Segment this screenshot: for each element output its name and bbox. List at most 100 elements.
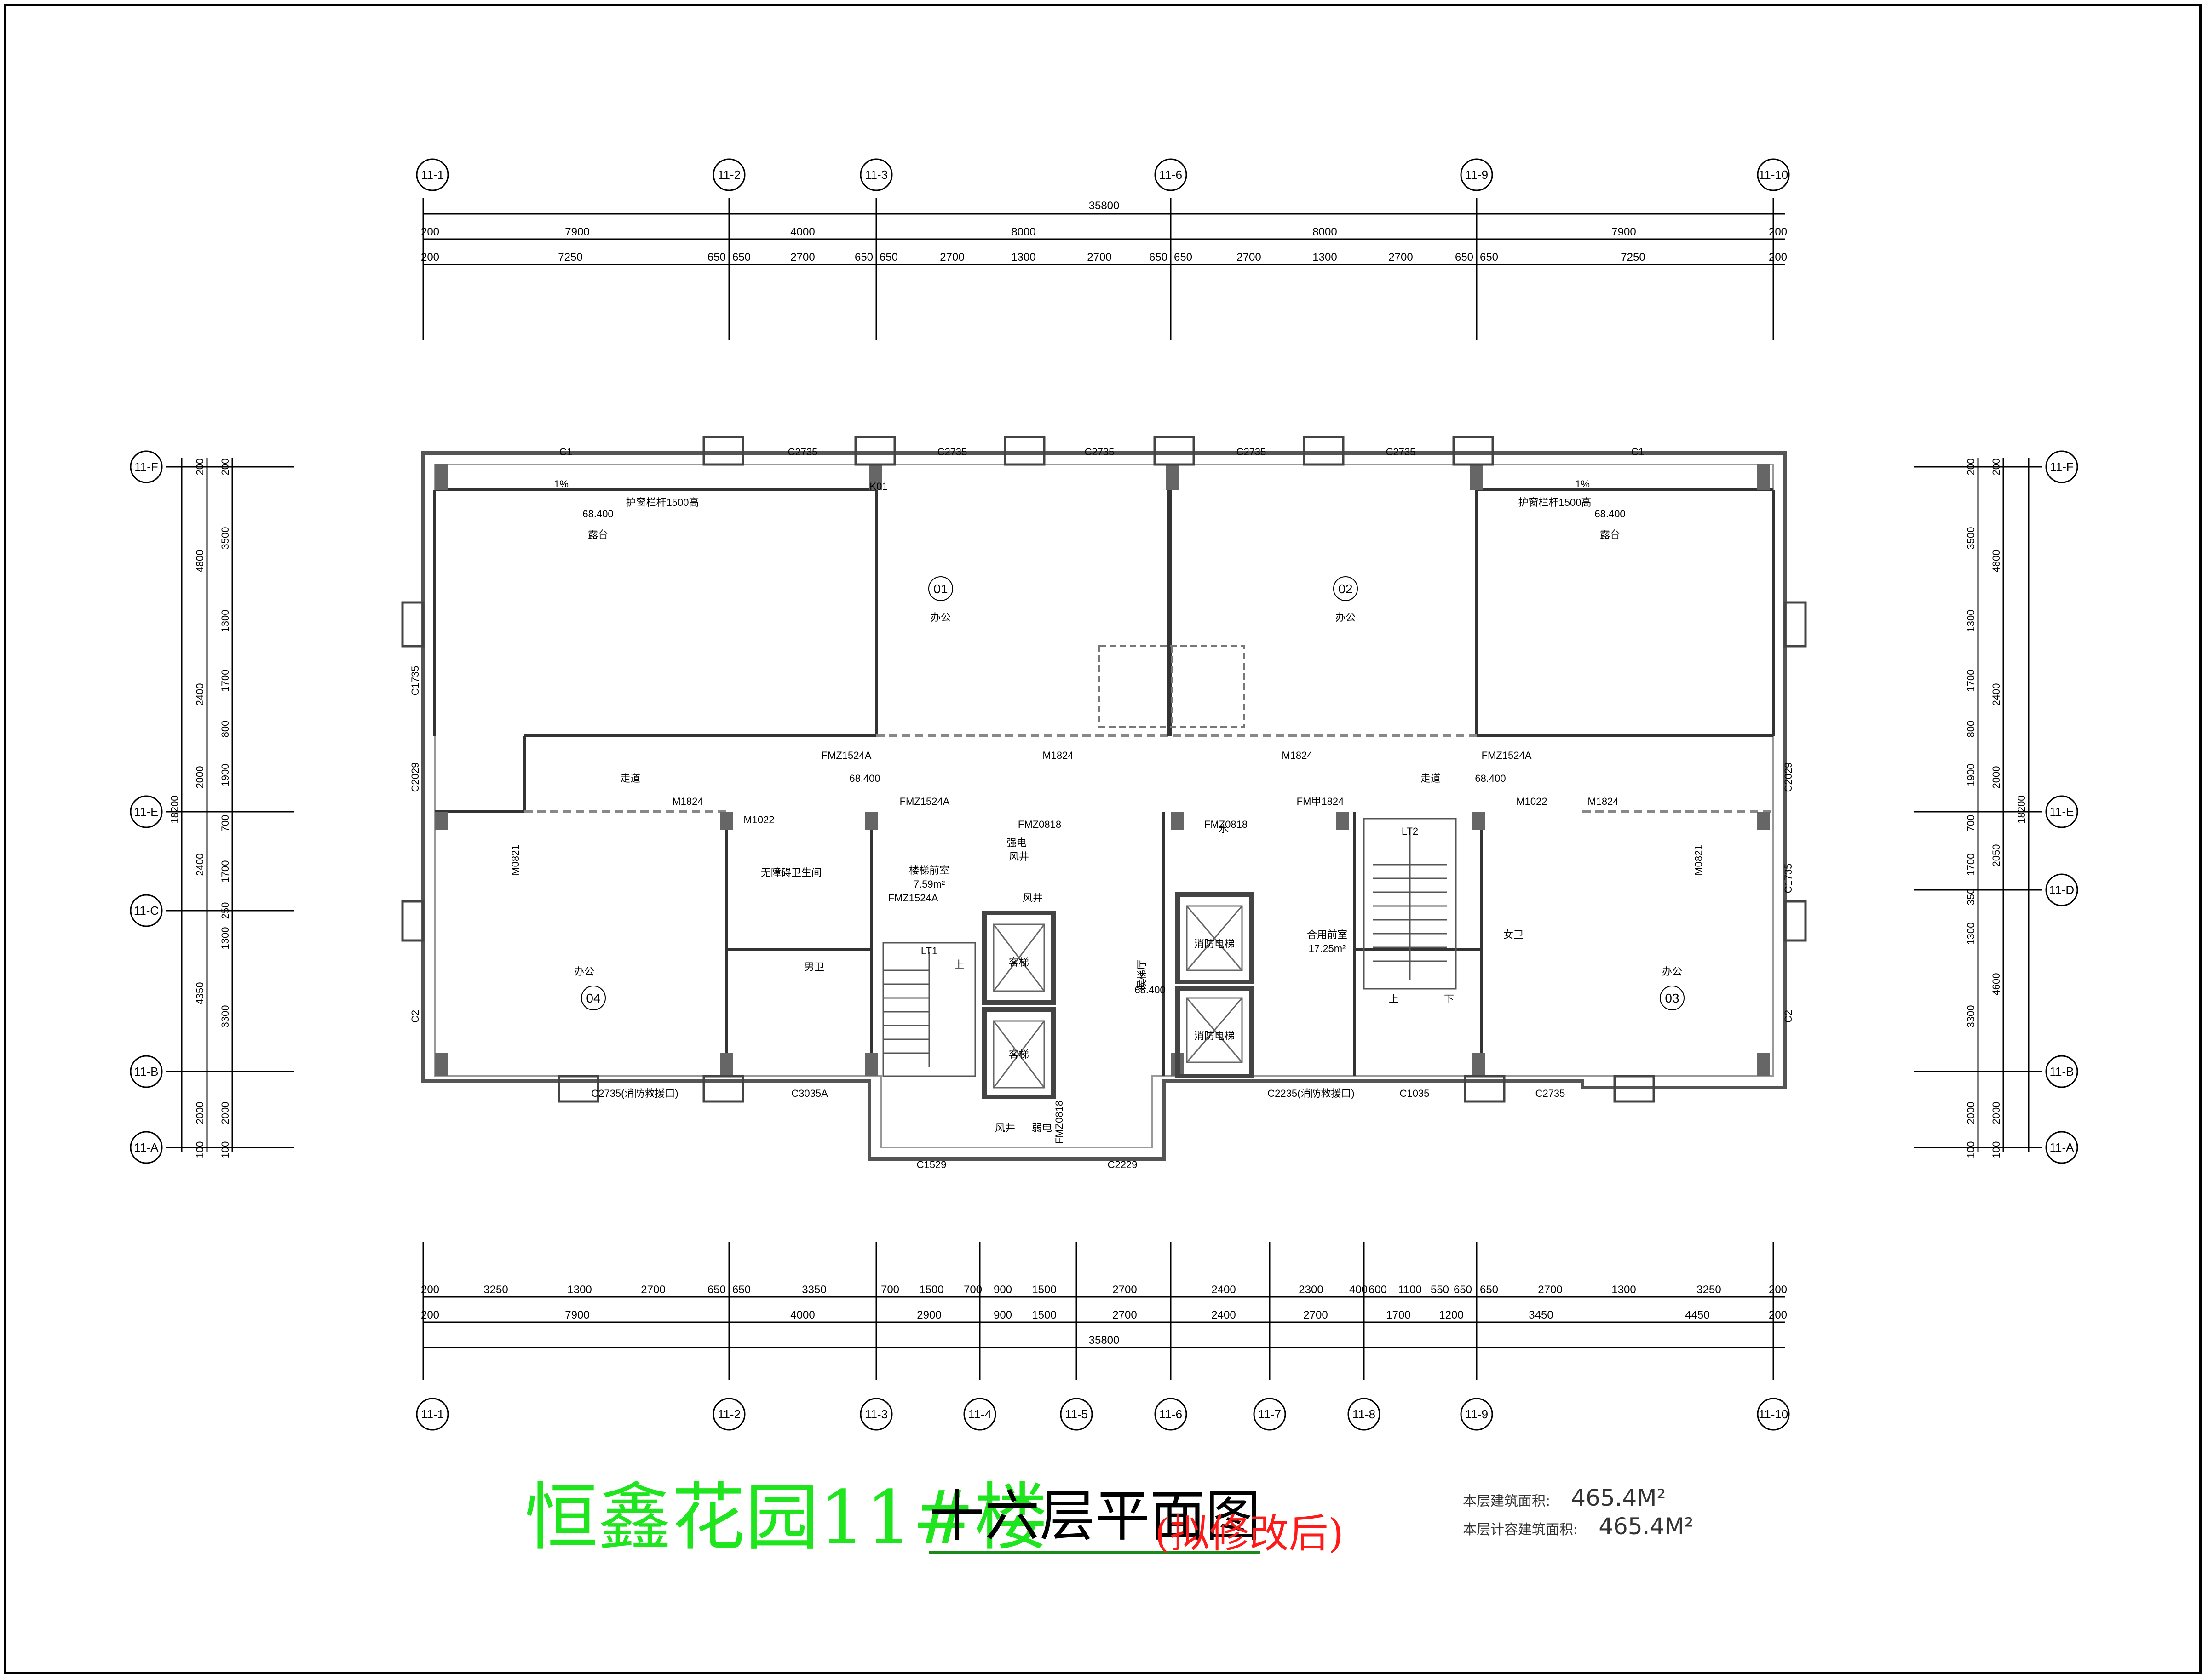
dim-text: 4800 [194,550,206,573]
dim-text: 2000 [1990,766,2002,789]
axis-label: 11-E [134,805,159,819]
elevation-mark: 68.400 [1475,773,1506,784]
weak-label: 弱电 [1032,1122,1052,1134]
dim-text: 2700 [1112,1284,1137,1296]
axis-label: 11-A [134,1141,159,1154]
window-bays [401,436,1807,1103]
axis-label: 11-B [2050,1065,2074,1078]
lift-label: 客梯 [1009,1049,1029,1060]
stair-lt1 [882,942,976,1077]
dim-text: 3350 [802,1284,826,1296]
window-code: C2735 [788,446,818,458]
elevation-mark: 68.400 [1594,508,1625,520]
room-labels: 01 办公 02 办公 03 办公 04 办公 露台 露台 68.400 68.… [554,478,1685,1134]
rail-note: 护窗栏杆1500高 [626,497,699,508]
dim-text: 650 [1480,1284,1498,1296]
door-code: FM甲1824 [1297,796,1344,807]
door-code: FMZ1524A [1482,750,1532,761]
dim-text: 4600 [1990,973,2002,996]
dim-text: 200 [1769,251,1787,264]
dim-text: 1200 [1439,1309,1463,1321]
axis-label: 11-1 [421,1407,444,1421]
axis-label: 11-F [2050,460,2074,474]
dim-text: 650 [880,251,898,264]
dim-text: 250 [219,902,231,919]
dim-text: 7900 [565,226,589,238]
drawing-note: (拟修改后) [1155,1511,1344,1557]
dim-text: 7250 [558,251,582,264]
dim-text: 1300 [1011,251,1035,264]
axis-label: 11-3 [865,168,888,182]
dim-text: 2700 [1087,251,1111,264]
dim-text: 800 [219,721,231,738]
axis-label: 11-C [134,904,159,917]
room-function: 办公 [574,966,594,977]
dim-text: 3500 [219,527,231,550]
shaft-label: 风井 [1009,851,1029,862]
axis-label: 11-5 [1065,1407,1088,1421]
counted-area: 本层计容建筑面积: 465.4M² [1463,1513,1694,1540]
door-code: M1824 [1587,796,1618,807]
room-number: 04 [586,991,600,1005]
window-code: C2735 [937,446,967,458]
window-code: C2735 [1236,446,1266,458]
slope-mark: 1% [554,478,569,490]
dim-text: 8000 [1011,226,1035,238]
dim-text: 1300 [219,927,231,950]
dim-text: 550 [1431,1284,1449,1296]
door-code: M1022 [1516,796,1547,807]
axis-label: 11-F [134,460,158,474]
dim-text: 650 [732,1284,751,1296]
dim-text: 2400 [1990,683,2002,706]
dim-text: 100 [1965,1141,1977,1158]
wc-label: 无障碍卫生间 [761,867,822,878]
dim-text: 700 [1965,815,1977,832]
wc-label: 女卫 [1503,929,1524,940]
dim-text: 1300 [1312,251,1337,264]
axis-label: 11-6 [1159,1407,1182,1421]
dim-text: 4450 [1685,1309,1709,1321]
stair-direction: 上 [1389,993,1399,1005]
door-code: M1022 [743,814,774,826]
dim-text: 3300 [219,1005,231,1028]
window-code: C1 [559,446,572,458]
drawing-title: 恒鑫花园11#楼 [524,1474,1048,1560]
power-label: 强电 [1006,837,1027,849]
shaft-label: 风井 [1023,892,1043,904]
fire-lift-label: 消防电梯 [1194,938,1235,950]
dim-text: 7250 [1621,251,1645,264]
dim-text: 1700 [1965,854,1977,876]
window-code: C2735 [1386,446,1416,458]
rail-note: 护窗栏杆1500高 [1518,497,1592,508]
axis-label: 11-B [134,1065,159,1078]
axis-labels: 11-1 11-2 11-3 11-6 11-9 11-10 11-1 11-2… [134,168,2074,1421]
dim-text: 2700 [1303,1309,1328,1321]
slope-mark: 1% [1575,478,1590,490]
stair-lt2 [1363,818,1457,990]
room-number: 02 [1338,582,1352,596]
axis-label: 11-E [2050,805,2074,819]
dim-text: 200 [1769,226,1787,238]
interior-walls [433,464,1775,1076]
dim-text: 2400 [1211,1284,1236,1296]
dim-text: 8000 [1312,226,1337,238]
axis-label: 11-2 [718,1407,741,1421]
dim-text: 2700 [1388,251,1413,264]
dim-text: 1300 [219,610,231,632]
dim-text: 800 [1965,721,1977,738]
window-code: C1735 [1782,864,1794,894]
dim-text: 650 [707,1284,726,1296]
dim-text: 2900 [917,1309,941,1321]
dim-text: 200 [1769,1284,1787,1296]
dim-text: 3500 [1965,527,1977,550]
wc-label: 男卫 [804,961,824,973]
dim-text: 600 [1368,1284,1387,1296]
dim-text: 1300 [1965,923,1977,945]
window-code: C1 [1631,446,1644,458]
dim-text: 4350 [194,982,206,1005]
structural-columns [435,464,1770,1076]
terrace-label: 露台 [588,529,608,540]
door-code: M1824 [1282,750,1312,761]
counted-area-label: 本层计容建筑面积: [1463,1522,1578,1538]
dim-text: 650 [707,251,726,264]
